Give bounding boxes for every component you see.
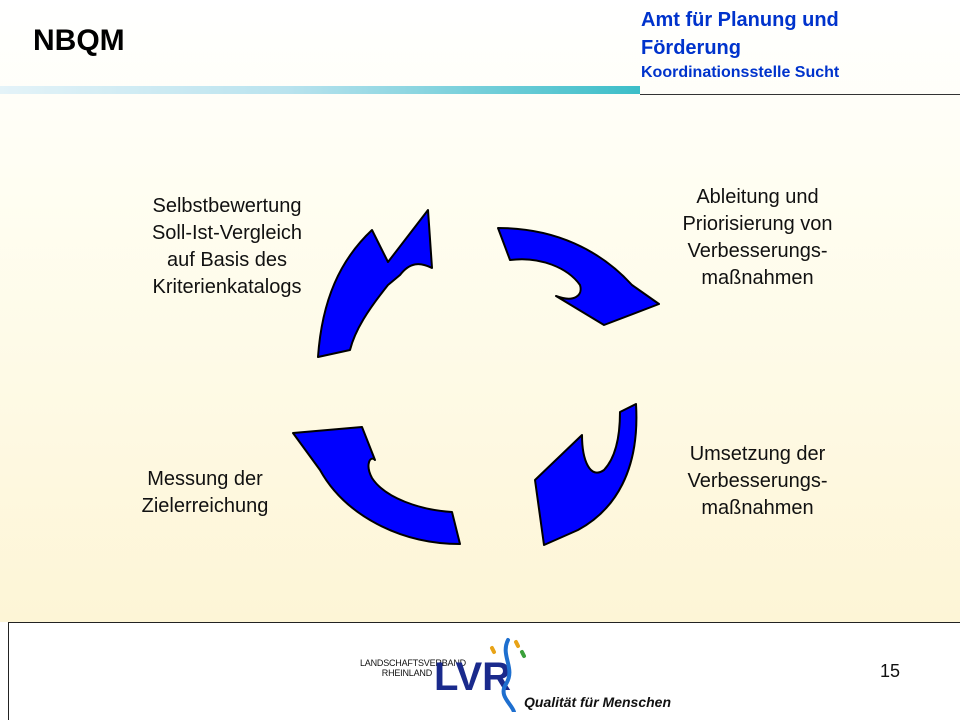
cycle-diagram [292,209,660,546]
step-label-derive-measures: Ableitung und Priorisierung von Verbesse… [682,186,833,289]
cycle-arrow-1 [317,209,433,358]
footer-left-border [8,622,9,720]
step-label-implementation: Umsetzung der Verbesserungs- maßnahmen [687,443,828,519]
step-label-self-assessment: Selbstbewertung Soll-Ist-Vergleich auf B… [151,195,303,298]
footer-divider [8,622,960,623]
footer [0,622,960,720]
cycle-arrow-4 [292,426,461,545]
page-number: 15 [880,661,901,681]
cycle-arrow-3 [534,403,638,546]
logo-side-text: LANDSCHAFTSVERBAND RHEINLAND [360,658,466,678]
header-gradient-bar [0,86,640,94]
step-label-measurement: Messung der Zielerreichung [141,468,269,517]
slide-background [0,0,960,622]
logo-text: LVR [434,655,511,699]
lvr-logo: LVR [434,638,526,712]
org-subtitle: Koordinationsstelle Sucht [641,64,840,81]
org-title: Amt für Planung und Förderung [641,9,839,59]
slide-title: NBQM [33,24,125,57]
header-divider [640,94,960,95]
cycle-arrow-2 [497,227,660,326]
logo-tagline: Qualität für Menschen [524,694,672,710]
